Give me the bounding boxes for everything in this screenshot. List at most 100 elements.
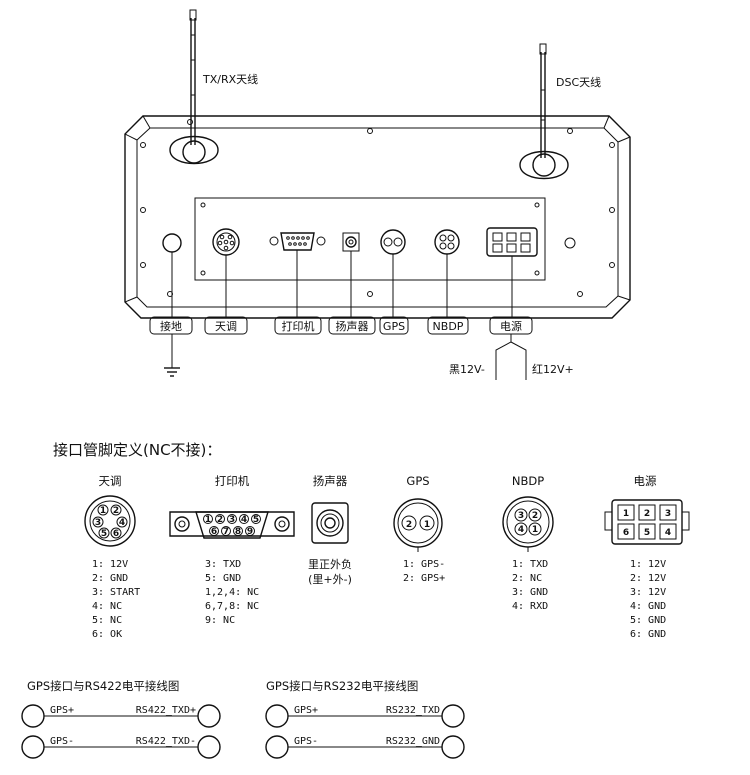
port-label-tiandiao: 天调 (215, 320, 237, 333)
port-label-ground: 接地 (160, 320, 182, 333)
pin-number: 7 (223, 527, 229, 537)
tiandiao-connector: 1 2 3 4 5 6 (84, 495, 136, 547)
pin-def: 4: RXD (512, 601, 548, 612)
panel-indicator (564, 237, 576, 249)
ground-terminal (162, 233, 182, 253)
pin-number: 1 (100, 506, 106, 516)
pin-list-printer: 3: TXD 5: GND 1,2,4: NC 6,7,8: NC 9: NC (205, 559, 259, 626)
pin-def: 1: 12V (630, 559, 666, 570)
pin-list-nbdp: 1: TXD 2: NC 3: GND 4: RXD (512, 559, 548, 612)
pin-number: 4 (241, 515, 247, 525)
rs422-wiring: GPS接口与RS422电平接线图 GPS+ RS422_TXD+ GPS- RS… (21, 679, 221, 759)
pin-list-gps: 1: GPS- 2: GPS+ (403, 559, 445, 584)
rs232-title: GPS接口与RS232电平接线图 (266, 679, 418, 693)
pin-number: 2 (217, 515, 223, 525)
pin-def: 1: 12V (92, 559, 128, 570)
pin-def: 2: GPS+ (403, 573, 445, 584)
tiandiao-port (212, 228, 240, 256)
pin-number: 6 (623, 528, 629, 538)
pin-def: 3: 12V (630, 587, 666, 598)
power-wires (495, 334, 527, 380)
pin-number: 4 (119, 518, 125, 528)
pin-number: 8 (235, 527, 241, 537)
pin-def: 里正外负 (308, 557, 352, 571)
port-labels: 接地 天调 打印机 扬声器 GPS NBDP 电源 (149, 316, 533, 335)
pin-def: 4: GND (630, 601, 666, 612)
ground-symbol-icon (164, 334, 180, 377)
port-label-nbdp: NBDP (433, 320, 464, 333)
rs422-right-1: RS422_TXD+ (136, 705, 196, 716)
dsc-antenna-label: DSC天线 (556, 75, 601, 89)
pin-def: 2: 12V (630, 573, 666, 584)
nbdp-port (434, 229, 460, 255)
pin-number: 2 (532, 511, 538, 521)
port-label-gps: GPS (383, 320, 405, 333)
pin-number: 5 (253, 515, 259, 525)
pin-def: 3: GND (512, 587, 548, 598)
port-leader-lines (171, 250, 513, 318)
rs422-right-2: RS422_TXD- (136, 736, 196, 747)
red-wire-label: 红12V+ (532, 363, 574, 376)
pin-def: 5: GND (205, 573, 241, 584)
power-port (486, 227, 538, 257)
pin-header-printer: 打印机 (215, 474, 250, 488)
rs422-left-1: GPS+ (50, 705, 74, 716)
pin-def: 9: NC (205, 615, 235, 626)
pin-def: 5: GND (630, 615, 666, 626)
pin-number: 2 (113, 506, 119, 516)
rs232-right-1: RS232_TXD (386, 705, 440, 716)
printer-port (269, 232, 326, 251)
pin-number: 6 (211, 527, 217, 537)
pin-def: 6: OK (92, 629, 122, 640)
pin-number: 2 (406, 520, 412, 530)
rs232-left-1: GPS+ (294, 705, 318, 716)
nbdp-connector: 3 2 4 1 (502, 496, 554, 552)
pin-number: 1 (623, 509, 629, 519)
pin-def: 4: NC (92, 601, 122, 612)
pin-def: (里+外-) (308, 573, 352, 586)
gps-port (380, 229, 406, 255)
pin-header-power: 电源 (634, 474, 657, 488)
txrx-antenna (169, 9, 219, 165)
pin-header-speaker: 扬声器 (313, 474, 348, 488)
pin-def: 1,2,4: NC (205, 587, 259, 598)
port-label-printer: 打印机 (282, 319, 315, 333)
pin-def: 5: NC (92, 615, 122, 626)
power-connector: 1 2 3 6 5 4 (604, 499, 690, 545)
pin-number: 9 (247, 527, 253, 537)
rs232-right-2: RS232_GND (386, 736, 440, 747)
black-wire-label: 黑12V- (449, 363, 485, 376)
pin-def: 1: GPS- (403, 559, 445, 570)
pin-def: 3: TXD (205, 559, 241, 570)
pin-section-title: 接口管脚定义(NC不接)： (53, 441, 221, 459)
pin-number: 4 (518, 525, 524, 535)
pin-number: 3 (229, 515, 235, 525)
dsc-antenna (519, 43, 569, 180)
pin-list-tiandiao: 1: 12V 2: GND 3: START 4: NC 5: NC 6: OK (92, 559, 140, 640)
pin-number: 4 (665, 528, 671, 538)
device-rear-panel (124, 115, 631, 319)
pin-number: 1 (424, 520, 430, 530)
pin-header-tiandiao: 天调 (99, 474, 122, 488)
printer-connector: 1 2 3 4 5 6 7 8 9 (169, 511, 295, 539)
pin-number: 2 (644, 509, 650, 519)
pin-def: 2: GND (92, 573, 128, 584)
pin-def: 3: START (92, 587, 140, 598)
pin-def: 6,7,8: NC (205, 601, 259, 612)
pin-def: 1: TXD (512, 559, 548, 570)
pin-header-nbdp: NBDP (512, 474, 544, 488)
pin-number: 3 (95, 518, 101, 528)
speaker-jack (311, 502, 349, 544)
pin-number: 1 (205, 515, 211, 525)
pin-list-power: 1: 12V 2: 12V 3: 12V 4: GND 5: GND 6: GN… (630, 559, 666, 640)
port-label-speaker: 扬声器 (336, 319, 369, 333)
txrx-antenna-label: TX/RX天线 (202, 72, 258, 86)
port-label-power: 电源 (500, 319, 522, 333)
frame-screws (140, 119, 615, 297)
pin-header-gps: GPS (406, 474, 429, 488)
rs422-left-2: GPS- (50, 736, 74, 747)
rs232-wiring: GPS接口与RS232电平接线图 GPS+ RS232_TXD GPS- RS2… (265, 679, 465, 759)
pin-number: 3 (665, 509, 671, 519)
rs232-left-2: GPS- (294, 736, 318, 747)
